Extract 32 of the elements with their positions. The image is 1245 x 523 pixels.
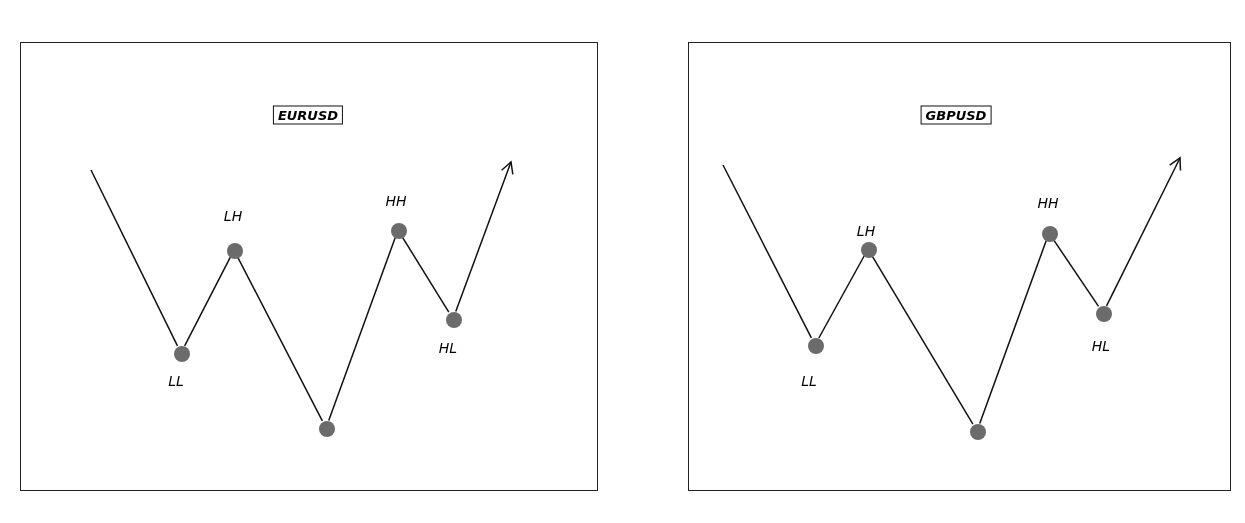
point-label: LL [168, 373, 184, 389]
point-label: LL [801, 373, 817, 389]
point-label: LH [223, 208, 243, 224]
price-line [236, 256, 324, 422]
price-line [183, 256, 232, 347]
swing-point-dot [1096, 306, 1112, 322]
swing-point-dot [446, 312, 462, 328]
swing-point-dot [970, 424, 986, 440]
chart-panel [20, 42, 598, 491]
point-label: HH [385, 193, 407, 209]
point-label: HL [1091, 338, 1111, 354]
point-label: HL [438, 340, 458, 356]
swing-point-dot [174, 346, 190, 362]
swing-point-dot [319, 421, 335, 437]
swing-point-dot [861, 242, 877, 258]
price-line [1052, 238, 1100, 308]
price-line [328, 236, 396, 422]
swing-point-dot [808, 338, 824, 354]
price-line [401, 236, 450, 313]
price-line [871, 255, 974, 425]
point-label: HH [1037, 195, 1059, 211]
point-label: LH [856, 223, 876, 239]
swing-point-dot [1042, 226, 1058, 242]
price-line [722, 164, 813, 339]
price-line [818, 255, 865, 339]
swing-point-dot [227, 243, 243, 259]
price-line [979, 239, 1047, 425]
price-line [90, 169, 179, 347]
price-arrow [1105, 157, 1182, 307]
chart-panel [688, 42, 1231, 491]
swing-point-dot [391, 223, 407, 239]
price-arrow [455, 161, 514, 313]
